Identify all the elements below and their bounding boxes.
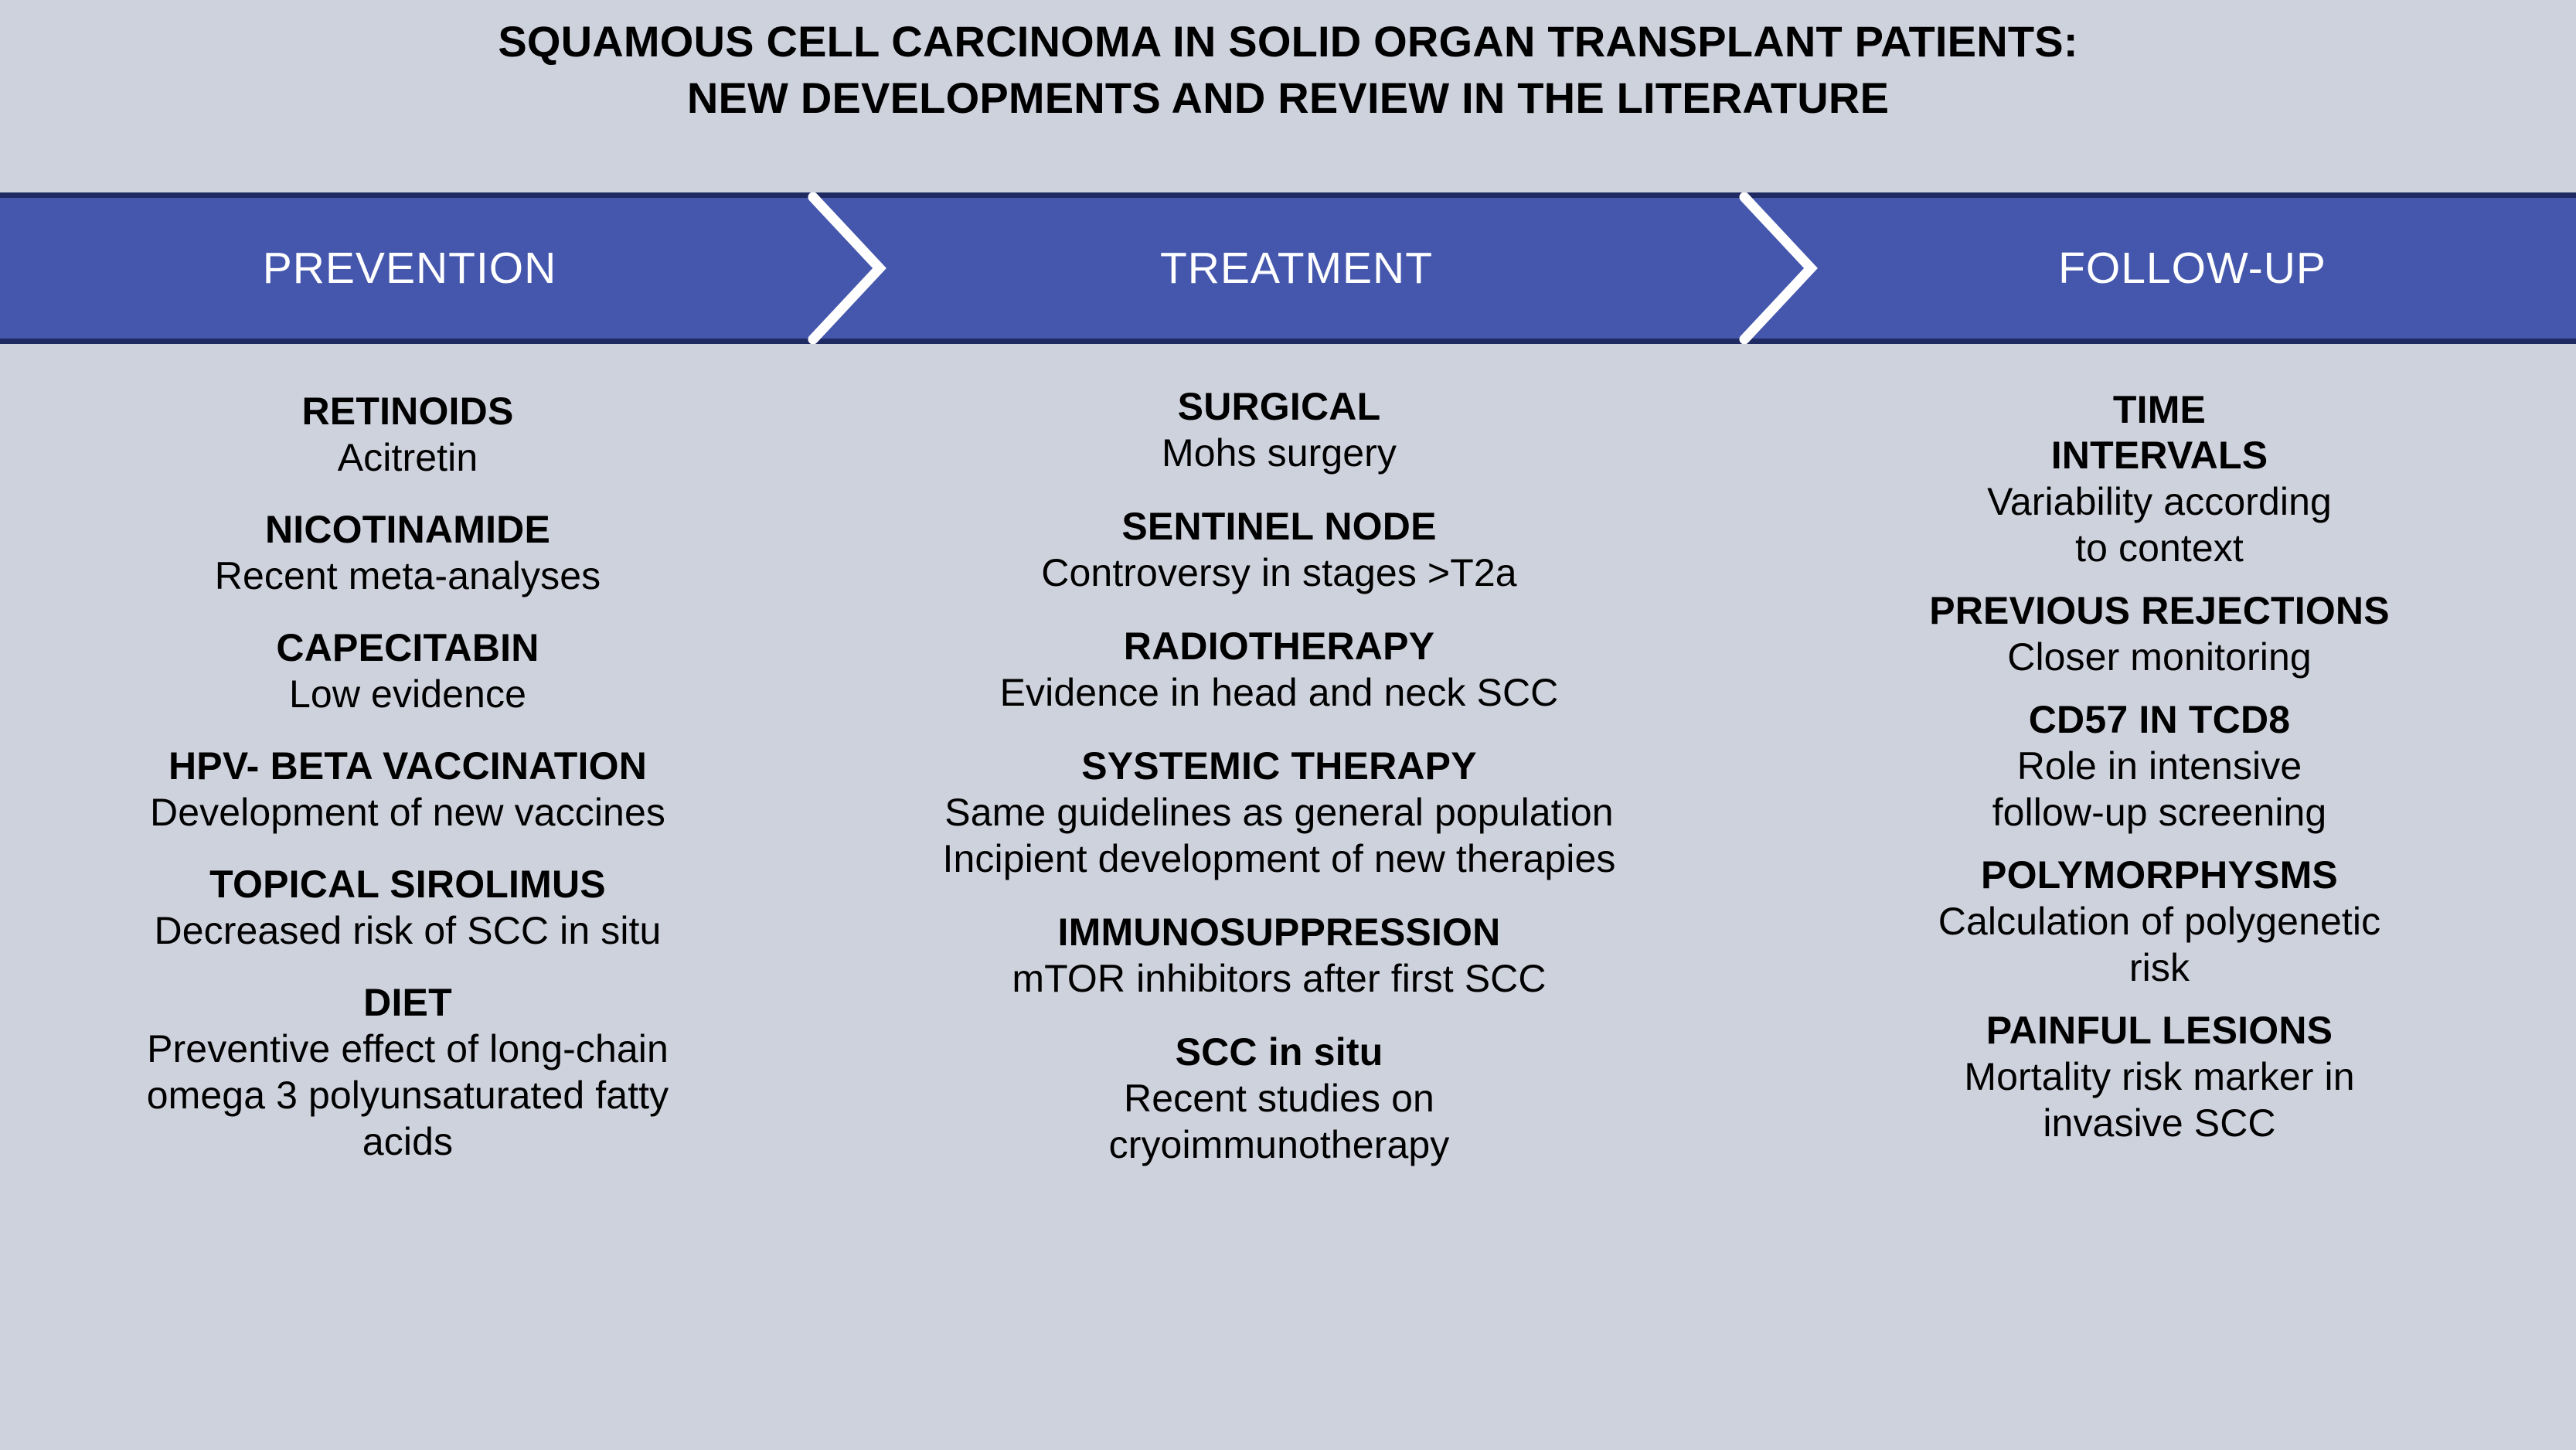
content-columns: RETINOIDS Acitretin NICOTINAMIDE Recent …	[0, 344, 2576, 1450]
list-item: SCC in situ Recent studies on cryoimmuno…	[815, 1030, 1743, 1168]
list-item: CAPECITABIN Low evidence	[0, 625, 815, 717]
list-item: IMMUNOSUPPRESSION mTOR inhibitors after …	[815, 910, 1743, 1002]
entry-detail: Mohs surgery	[1161, 431, 1397, 475]
list-item: PREVIOUS REJECTIONS Closer monitoring	[1743, 588, 2576, 680]
entry-heading: PREVIOUS REJECTIONS	[1929, 589, 2390, 632]
page-title: SQUAMOUS CELL CARCINOMA IN SOLID ORGAN T…	[0, 14, 2576, 127]
entry-heading: RADIOTHERAPY	[1123, 625, 1435, 668]
entry-heading: SCC in situ	[1175, 1030, 1383, 1074]
entry-heading: SENTINEL NODE	[1121, 505, 1437, 548]
entry-detail: Recent meta-analyses	[214, 554, 601, 597]
column-treatment: SURGICAL Mohs surgery SENTINEL NODE Cont…	[815, 344, 1743, 1168]
list-item: TOPICAL SIROLIMUS Decreased risk of SCC …	[0, 862, 815, 954]
list-item: RADIOTHERAPY Evidence in head and neck S…	[815, 624, 1743, 716]
list-item: SYSTEMIC THERAPY Same guidelines as gene…	[815, 744, 1743, 882]
entry-detail: Role in intensive follow-up screening	[1992, 744, 2327, 834]
entry-heading: NICOTINAMIDE	[264, 508, 551, 551]
entry-heading: CAPECITABIN	[276, 626, 539, 669]
list-item: SENTINEL NODE Controversy in stages >T2a	[815, 504, 1743, 596]
entry-detail: Mortality risk marker in invasive SCC	[1964, 1055, 2355, 1145]
banner-stage-prevention: PREVENTION	[262, 243, 557, 293]
entry-heading: RETINOIDS	[301, 390, 514, 433]
entry-heading: TIME INTERVALS	[2050, 388, 2268, 477]
list-item: CD57 IN TCD8 Role in intensive follow-up…	[1743, 697, 2576, 836]
list-item: HPV- BETA VACCINATION Development of new…	[0, 744, 815, 836]
banner-stage-treatment: TREATMENT	[1159, 243, 1434, 293]
process-banner: PREVENTION TREATMENT FOLLOW-UP	[0, 192, 2576, 344]
entry-detail: Same guidelines as general population In…	[942, 791, 1616, 880]
entry-heading: HPV- BETA VACCINATION	[168, 744, 648, 788]
entry-detail: Development of new vaccines	[150, 791, 665, 834]
entry-detail: Acitretin	[337, 436, 478, 479]
entry-detail: Calculation of polygenetic risk	[1938, 900, 2381, 989]
entry-heading: PAINFUL LESIONS	[1986, 1009, 2333, 1052]
entry-detail: Decreased risk of SCC in situ	[154, 909, 662, 952]
list-item: DIET Preventive effect of long-chain ome…	[0, 980, 815, 1165]
page-title-line-2: NEW DEVELOPMENTS AND REVIEW IN THE LITER…	[686, 73, 1890, 122]
entry-detail: Controversy in stages >T2a	[1041, 551, 1517, 594]
entry-detail: mTOR inhibitors after first SCC	[1012, 957, 1547, 1000]
list-item: SURGICAL Mohs surgery	[815, 384, 1743, 476]
column-prevention: RETINOIDS Acitretin NICOTINAMIDE Recent …	[0, 344, 815, 1165]
list-item: TIME INTERVALS Variability according to …	[1743, 387, 2576, 571]
entry-heading: CD57 IN TCD8	[2028, 698, 2291, 741]
list-item: POLYMORPHYSMS Calculation of polygenetic…	[1743, 853, 2576, 991]
entry-heading: TOPICAL SIROLIMUS	[209, 863, 606, 906]
entry-heading: SURGICAL	[1177, 385, 1381, 428]
entry-detail: Evidence in head and neck SCC	[999, 671, 1559, 714]
entry-detail: Recent studies on cryoimmunotherapy	[1108, 1077, 1450, 1166]
entry-detail: Variability according to context	[1987, 480, 2332, 570]
column-follow-up: TIME INTERVALS Variability according to …	[1743, 344, 2576, 1146]
banner-stage-follow-up: FOLLOW-UP	[2058, 243, 2326, 293]
list-item: PAINFUL LESIONS Mortality risk marker in…	[1743, 1008, 2576, 1146]
entry-detail: Closer monitoring	[2007, 635, 2312, 679]
entry-heading: SYSTEMIC THERAPY	[1081, 744, 1477, 788]
entry-heading: IMMUNOSUPPRESSION	[1057, 911, 1501, 954]
page-title-line-1: SQUAMOUS CELL CARCINOMA IN SOLID ORGAN T…	[498, 17, 2078, 66]
entry-heading: DIET	[363, 981, 452, 1024]
list-item: NICOTINAMIDE Recent meta-analyses	[0, 507, 815, 599]
list-item: RETINOIDS Acitretin	[0, 389, 815, 481]
entry-heading: POLYMORPHYSMS	[1981, 853, 2338, 897]
entry-detail: Low evidence	[289, 672, 526, 716]
entry-detail: Preventive effect of long-chain omega 3 …	[146, 1027, 669, 1163]
